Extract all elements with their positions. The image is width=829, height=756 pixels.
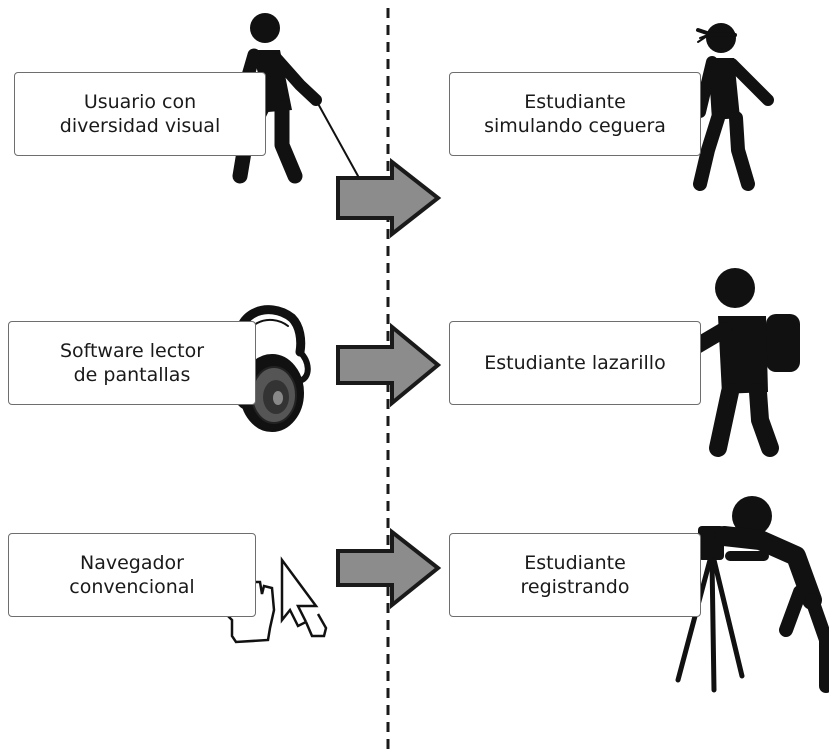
left-box-row-2: Software lector de pantallas [8,321,256,405]
arrow-row-1 [336,157,442,239]
right-box-row-1: Estudiante simulando ceguera [449,72,701,156]
arrow-row-2 [336,322,442,408]
arrow-row-3 [336,527,442,610]
right-box-row-3: Estudiante registrando [449,533,701,617]
left-box-row-1: Usuario con diversidad visual [14,72,266,156]
photographer-with-tripod-icon [650,496,829,693]
student-with-backpack-icon [682,268,800,457]
blindfolded-student-icon [693,23,774,191]
left-box-row-3: Navegador convencional [8,533,256,617]
right-box-row-2: Estudiante lazarillo [449,321,701,405]
